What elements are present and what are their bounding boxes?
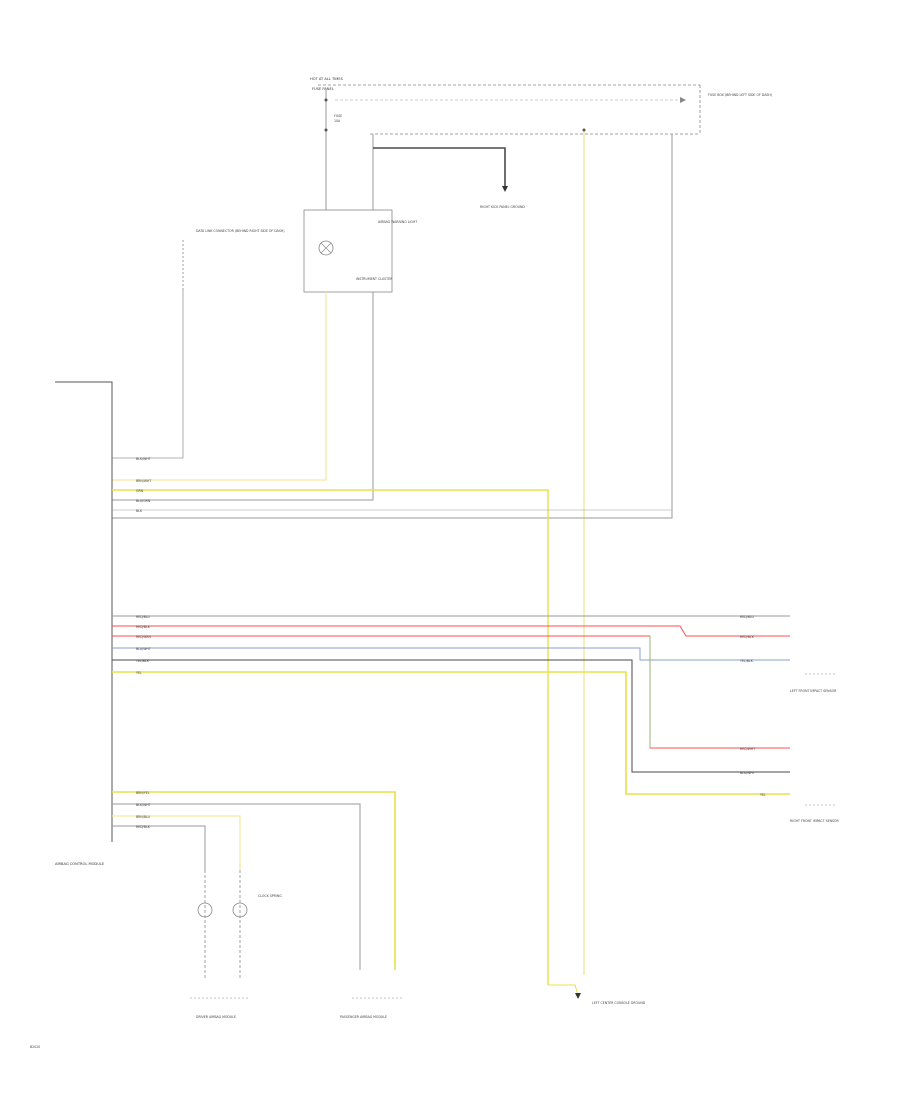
fuse-label: FUSE bbox=[334, 114, 342, 118]
wire-label-brn-yel: BRN/YEL bbox=[136, 791, 150, 795]
driver-airbag-label: DRIVER AIRBAG MODULE bbox=[196, 1015, 236, 1019]
wire-label-red-blk-2: RED/BLK bbox=[136, 825, 151, 829]
fuse-panel-label-top: FUSE PANEL bbox=[312, 87, 334, 91]
left-front-sensor-label: LEFT FRONT IMPACT SENSOR bbox=[790, 689, 837, 693]
fuse-panel-box bbox=[318, 84, 701, 135]
wire-label-brn-wht: BRN/WHT bbox=[136, 479, 151, 483]
wire-label-yel: YEL bbox=[136, 671, 142, 675]
ground-right-kick-label: RIGHT KICK PANEL GROUND bbox=[480, 205, 525, 209]
wire-label-red-grn: RED/GRN bbox=[136, 635, 151, 639]
diag-connector-label: DATA LINK CONNECTOR (BEHIND RIGHT SIDE O… bbox=[196, 229, 285, 233]
wire-label-red-blu: RED/BLU bbox=[136, 615, 151, 619]
right-front-sensor-label: RIGHT FRONT IMPACT SENSOR bbox=[790, 819, 840, 823]
ground-center-label: LEFT CENTER CONSOLE GROUND bbox=[592, 1001, 646, 1005]
wire-label-right-red-blu: RED/BLU bbox=[740, 615, 755, 619]
page-code: B2020 bbox=[30, 1045, 40, 1049]
wire-label-right-red-wht: RED/WHT bbox=[740, 747, 755, 751]
passenger-airbag-label: PASSENGER AIRBAG MODULE bbox=[340, 1015, 387, 1019]
wire-label-right-blk-wht: BLK/WHT bbox=[740, 771, 755, 775]
wire-label-blu-wht: BLU/WHT bbox=[136, 647, 151, 651]
instrument-cluster-label: INSTRUMENT CLUSTER bbox=[356, 277, 393, 281]
wire-label-blk: BLK bbox=[136, 509, 143, 513]
wire-label-right-yel: YEL bbox=[760, 793, 766, 797]
wire-label-red-blk: RED/BLK bbox=[136, 625, 151, 629]
hot-at-all-times-label: HOT AT ALL TIMES bbox=[310, 77, 344, 81]
clockspring-label: CLOCK SPRING bbox=[258, 894, 282, 898]
wire-label-right-red-blk: RED/BLK bbox=[740, 635, 755, 639]
fuse-panel-note: FUSE BOX (BEHIND LEFT SIDE OF DASH) bbox=[708, 93, 772, 97]
fuse-amp-label: 10A bbox=[334, 119, 341, 123]
wire-label-yel-blk: YEL/BLK bbox=[136, 659, 150, 663]
wire-label-blu-grn: BLU/GRN bbox=[136, 499, 151, 503]
airbag-warning-light-label: AIRBAG WARNING LIGHT bbox=[378, 220, 417, 224]
wire-label-blk-wht-2: BLK/WHT bbox=[136, 803, 151, 807]
wire-label-brn-blu: BRN/BLU bbox=[136, 815, 151, 819]
airbag-control-module-label: AIRBAG CONTROL MODULE bbox=[55, 862, 105, 866]
wire-label-blk-wht: BLK/WHT bbox=[136, 457, 151, 461]
wire-label-grn: GRN bbox=[136, 489, 144, 493]
wire-label-right-yel-blk: YEL/BLK bbox=[740, 659, 754, 663]
